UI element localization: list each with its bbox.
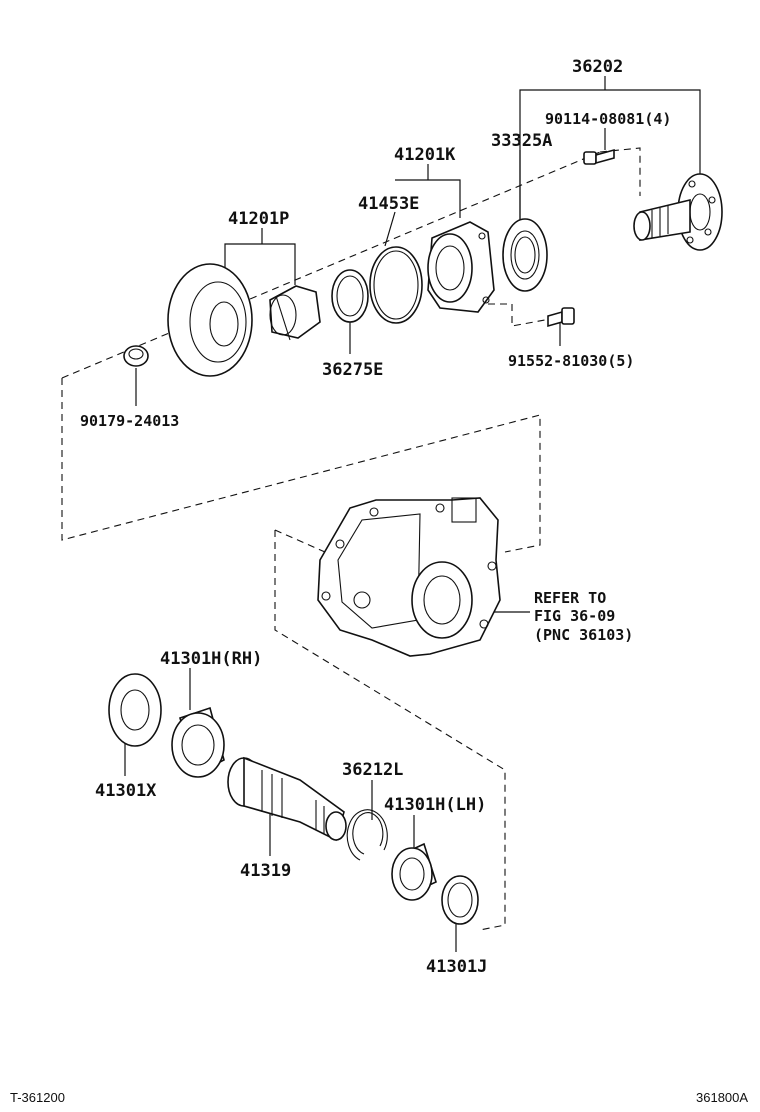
label-91552-81030: 91552-81030(5) (508, 352, 634, 370)
bearing-rh-part (171, 706, 225, 778)
label-41301H-LH: 41301H(LH) (384, 795, 486, 815)
output-shaft-part (227, 756, 347, 842)
label-36212L: 36212L (342, 760, 403, 780)
bearing-retainer-part (427, 221, 495, 313)
washer-41301J-part (441, 875, 479, 925)
label-41301H-RH: 41301H(RH) (160, 649, 262, 669)
label-41201K: 41201K (394, 145, 456, 165)
footer-right-code: 361800A (696, 1090, 748, 1105)
plug-part (123, 345, 149, 367)
refer-to-line-1: REFER TO (534, 589, 606, 607)
label-33325A: 33325A (491, 131, 552, 151)
label-41201P: 41201P (228, 209, 289, 229)
label-41301J: 41301J (426, 957, 487, 977)
bolt-91552-part (547, 307, 575, 328)
label-41301X: 41301X (95, 781, 157, 801)
washer-41301X-part (108, 673, 162, 747)
transfer-case-housing (317, 497, 501, 657)
ring-gear-pinion-part (167, 263, 321, 377)
label-90114-08081: 90114-08081(4) (545, 110, 671, 128)
label-90179-24013: 90179-24013 (80, 412, 179, 430)
bearing-lh-part (391, 842, 437, 901)
flange-shaft-part (633, 173, 723, 251)
label-41453E: 41453E (358, 194, 419, 214)
o-ring-part (369, 246, 423, 324)
snap-ring-part (346, 809, 388, 861)
oil-seal-part (502, 218, 548, 292)
refer-to-line-3: (PNC 36103) (534, 626, 633, 644)
label-36202: 36202 (572, 57, 623, 77)
bolt-90114-part (583, 148, 615, 165)
shim-part (331, 269, 369, 323)
label-41319: 41319 (240, 861, 291, 881)
leader-lines (124, 76, 701, 952)
footer-left-code: T-361200 (10, 1090, 65, 1105)
refer-to-line-2: FIG 36-09 (534, 607, 615, 625)
label-36275E: 36275E (322, 360, 383, 380)
